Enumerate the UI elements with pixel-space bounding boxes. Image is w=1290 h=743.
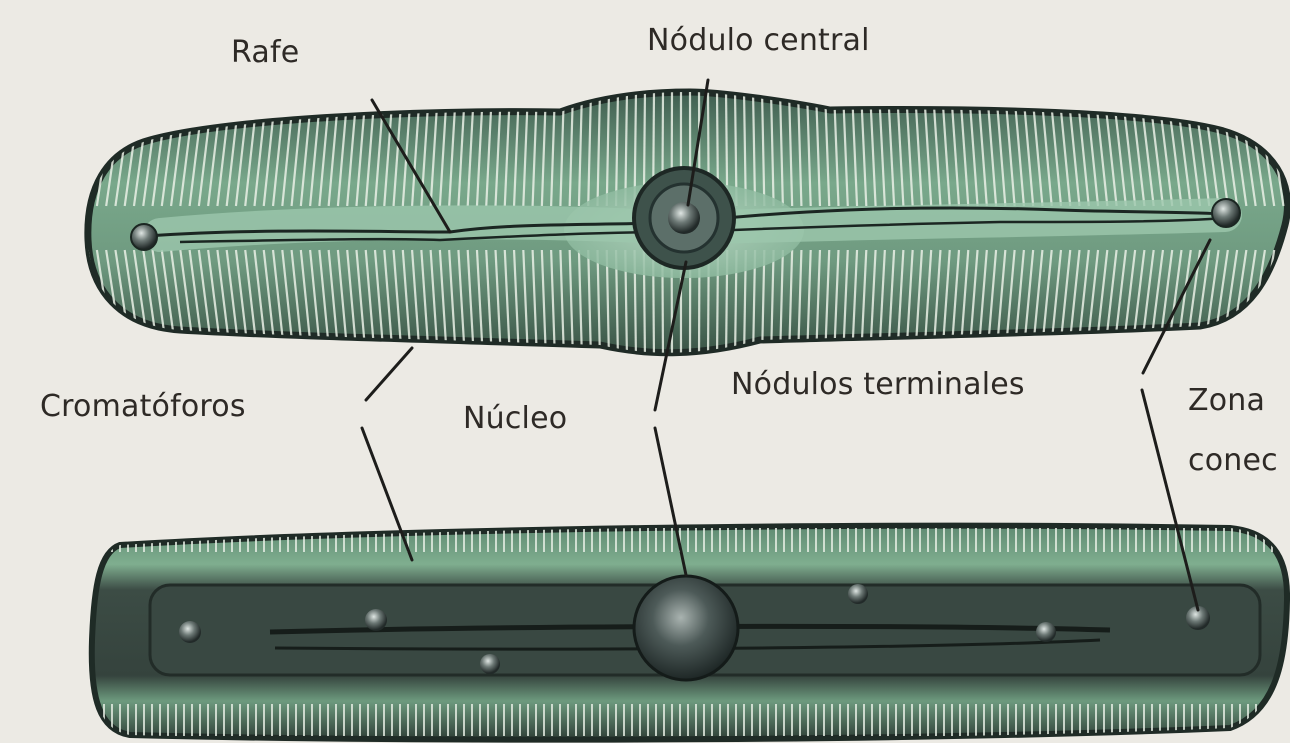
- label-rafe: Rafe: [231, 38, 299, 68]
- label-zona-line2: conec: [1188, 446, 1278, 476]
- valve-view: [78, 90, 1290, 360]
- leader-cromatoforos-top: [366, 348, 412, 400]
- label-nucleo: Núcleo: [463, 404, 567, 434]
- central-nodule-core: [668, 202, 700, 234]
- label-nodulos-terminales: Nódulos terminales: [731, 370, 1025, 400]
- girdle-dot-4: [848, 584, 868, 604]
- girdle-dot-2: [365, 609, 387, 631]
- girdle-view: [92, 526, 1287, 740]
- girdle-nucleus: [634, 576, 738, 680]
- label-nodulo-central: Nódulo central: [647, 26, 870, 56]
- terminal-nodule-left: [131, 224, 157, 250]
- label-zona-line1: Zona: [1188, 386, 1265, 416]
- label-cromatoforos: Cromatóforos: [40, 392, 246, 422]
- valve-stria: [1275, 250, 1290, 360]
- terminal-nodule-right: [1212, 199, 1240, 227]
- girdle-dot-1: [179, 621, 201, 643]
- valve-stria: [1284, 250, 1290, 360]
- girdle-dot-5: [1036, 622, 1056, 642]
- girdle-dot-3: [480, 654, 500, 674]
